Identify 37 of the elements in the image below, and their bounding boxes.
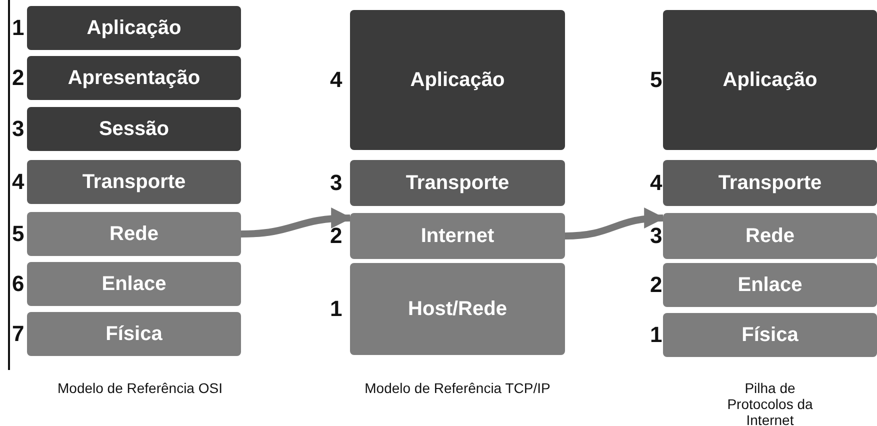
layer-box: Transporte — [350, 160, 565, 206]
layer-box: Aplicação — [350, 10, 565, 150]
column-caption: Pilha de Protocolos da Internet — [726, 380, 814, 426]
layer-box: Host/Rede — [350, 263, 565, 355]
layer-box: Transporte — [27, 160, 241, 204]
layer-box: Internet — [350, 213, 565, 259]
layer-box: Rede — [663, 213, 877, 259]
arrow — [240, 208, 352, 238]
layer-number: 1 — [330, 296, 342, 322]
layer-box: Aplicação — [663, 10, 877, 150]
layer-number: 4 — [330, 67, 342, 93]
layer-box: Enlace — [27, 262, 241, 306]
layer-box: Transporte — [663, 160, 877, 206]
layer-number: 5 — [12, 221, 24, 247]
layer-box: Rede — [27, 212, 241, 256]
layer-box: Sessão — [27, 107, 241, 151]
arrow — [564, 208, 666, 240]
layer-number: 4 — [650, 170, 662, 196]
layer-number: 3 — [650, 223, 662, 249]
layer-number: 7 — [12, 321, 24, 347]
layer-box: Aplicação — [27, 6, 241, 50]
layer-box: Enlace — [663, 263, 877, 307]
layer-number: 3 — [12, 116, 24, 142]
layer-number: 2 — [650, 272, 662, 298]
layer-box: Apresentação — [27, 56, 241, 100]
layer-number: 5 — [650, 67, 662, 93]
layer-number: 2 — [330, 223, 342, 249]
column-caption: Modelo de Referência OSI — [56, 380, 224, 396]
layer-number: 1 — [12, 15, 24, 41]
layer-box: Física — [663, 313, 877, 357]
layer-number: 2 — [12, 65, 24, 91]
layer-number: 6 — [12, 271, 24, 297]
layer-box: Física — [27, 312, 241, 356]
layer-number: 4 — [12, 169, 24, 195]
layer-number: 1 — [650, 322, 662, 348]
layer-number: 3 — [330, 170, 342, 196]
column-caption: Modelo de Referência TCP/IP — [364, 380, 552, 396]
